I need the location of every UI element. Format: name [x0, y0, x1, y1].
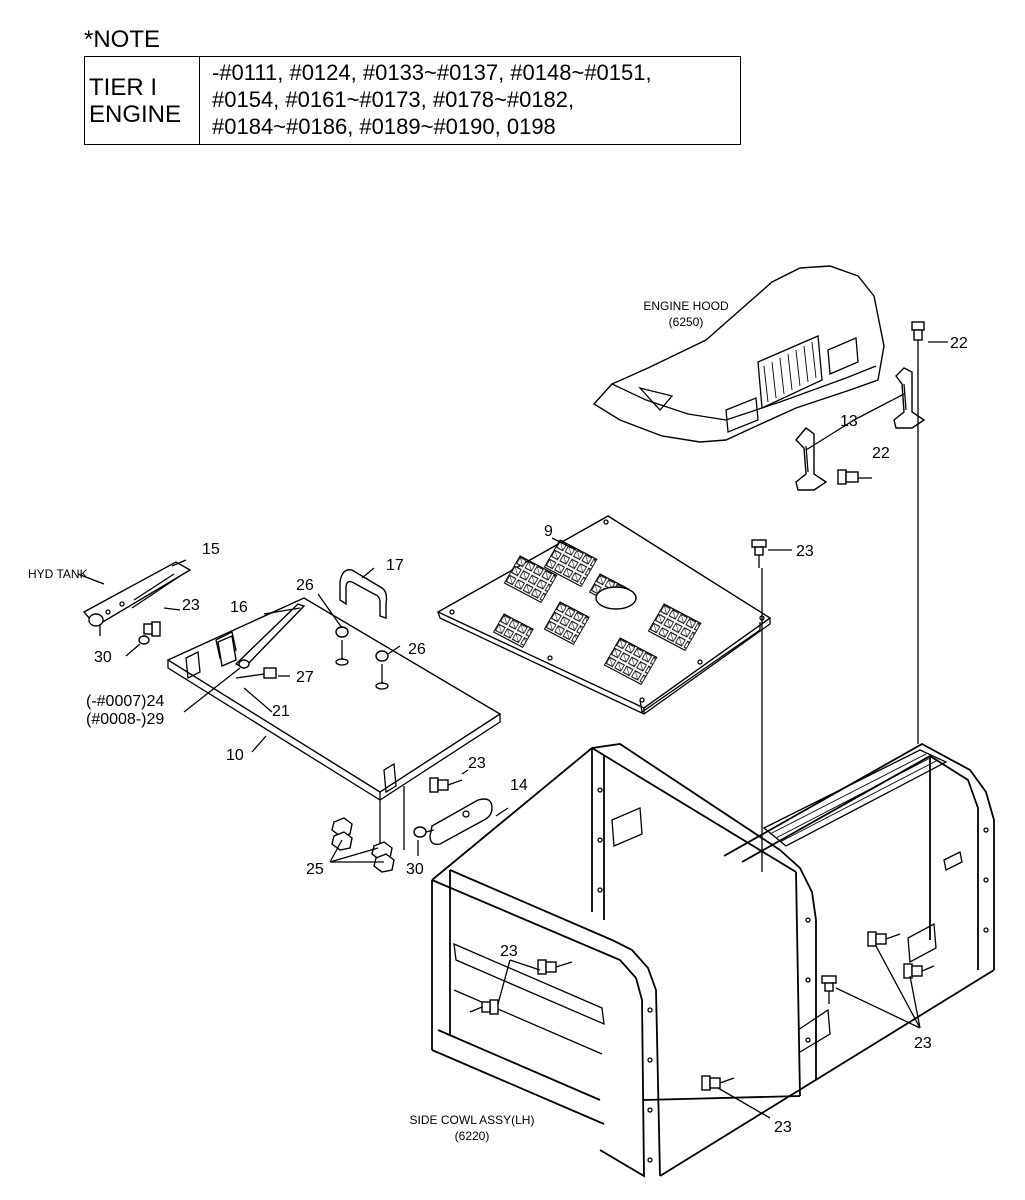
engine-hood-label: ENGINE HOOD	[643, 299, 729, 313]
bolt-23-cover	[751, 539, 767, 568]
bolt-22-top	[911, 321, 925, 354]
bolt-23-frame-f	[701, 1075, 735, 1091]
side-cowl-frame	[431, 742, 995, 1178]
frame-bolts	[469, 931, 935, 1091]
note-table: TIER I ENGINE -#0111, #0124, #0133~#0137…	[84, 56, 741, 145]
hyd-tank-label: HYD TANK	[28, 567, 88, 581]
callout-23-plate: 23	[468, 755, 486, 772]
note-title: *NOTE	[84, 26, 161, 53]
callout-13: 13	[840, 413, 858, 430]
nuts-25	[331, 817, 395, 873]
note-serials-line-1: -#0111, #0124, #0133~#0137, #0148~#0151,	[212, 60, 652, 85]
callout-26-b: 26	[408, 641, 426, 658]
callout-22-top: 22	[950, 335, 968, 352]
note-label-engine: ENGINE	[89, 100, 182, 128]
note-row: TIER I ENGINE -#0111, #0124, #0133~#0137…	[84, 56, 741, 145]
callout-27: 27	[296, 669, 314, 686]
leader-lines	[77, 341, 948, 1119]
callout-16: 16	[230, 599, 248, 616]
engine-cover-plate	[436, 515, 772, 715]
bolt-23-frame-d	[903, 963, 935, 979]
note-serials-line-2: #0154, #0161~#0173, #0178~#0182,	[212, 87, 575, 112]
bracket-14	[413, 798, 493, 846]
callout-23-hinge: 23	[182, 597, 200, 614]
latch-bar-16	[217, 603, 306, 669]
callout-26-a: 26	[296, 577, 314, 594]
note-label-tier: TIER I	[89, 73, 158, 101]
callout-15: 15	[202, 541, 220, 558]
callout-22-mid: 22	[872, 445, 890, 462]
note-serials-line-3: #0184~#0186, #0189~#0190, 0198	[212, 114, 556, 139]
side-cowl-label: SIDE COWL ASSY(LH)	[410, 1113, 535, 1127]
bolt-23-plate	[429, 777, 463, 793]
bolt-23-frame-c	[867, 931, 901, 947]
callout-14: 14	[510, 777, 528, 794]
callout-30-b: 30	[406, 861, 424, 878]
engine-hood	[592, 265, 885, 443]
callout-23-bottom: 23	[774, 1119, 792, 1136]
bolt-23-frame-b	[469, 999, 499, 1015]
callout-17: 17	[386, 557, 404, 574]
callout-25: 25	[306, 861, 324, 878]
callout-23-frame-right: 23	[914, 1035, 932, 1052]
note-label-cell: TIER I ENGINE	[84, 56, 200, 145]
handle-17	[339, 569, 388, 619]
bolt-22-mid	[837, 469, 859, 485]
side-cowl-code: (6220)	[455, 1129, 490, 1143]
callout-23-frame-left: 23	[500, 943, 518, 960]
callout-10: 10	[226, 747, 244, 764]
engine-hood-code: (6250)	[669, 315, 704, 329]
callout-30-a: 30	[94, 649, 112, 666]
note-serials-cell: -#0111, #0124, #0133~#0137, #0148~#0151,…	[199, 56, 741, 145]
bolt-23-frame-e	[821, 975, 837, 1004]
bolt-23-frame-a	[537, 959, 573, 975]
callout-23-cover: 23	[796, 543, 814, 560]
hood-latch-left	[795, 427, 828, 491]
callout-21: 21	[272, 703, 290, 720]
callout-9: 9	[544, 523, 553, 540]
callout-24: (-#0007)24	[86, 693, 164, 710]
hinge-15	[82, 561, 192, 627]
bolt-23-hinge	[143, 621, 161, 637]
assembly-labels: ENGINE HOOD (6250) HYD TANK SIDE COWL AS…	[28, 299, 729, 1143]
callout-numbers: 22 13 22 9 23 15 17 23 26 16 26 30 27 (-…	[86, 335, 968, 1136]
callout-29: (#0008-)29	[86, 711, 164, 728]
hood-latch-right	[893, 367, 926, 429]
